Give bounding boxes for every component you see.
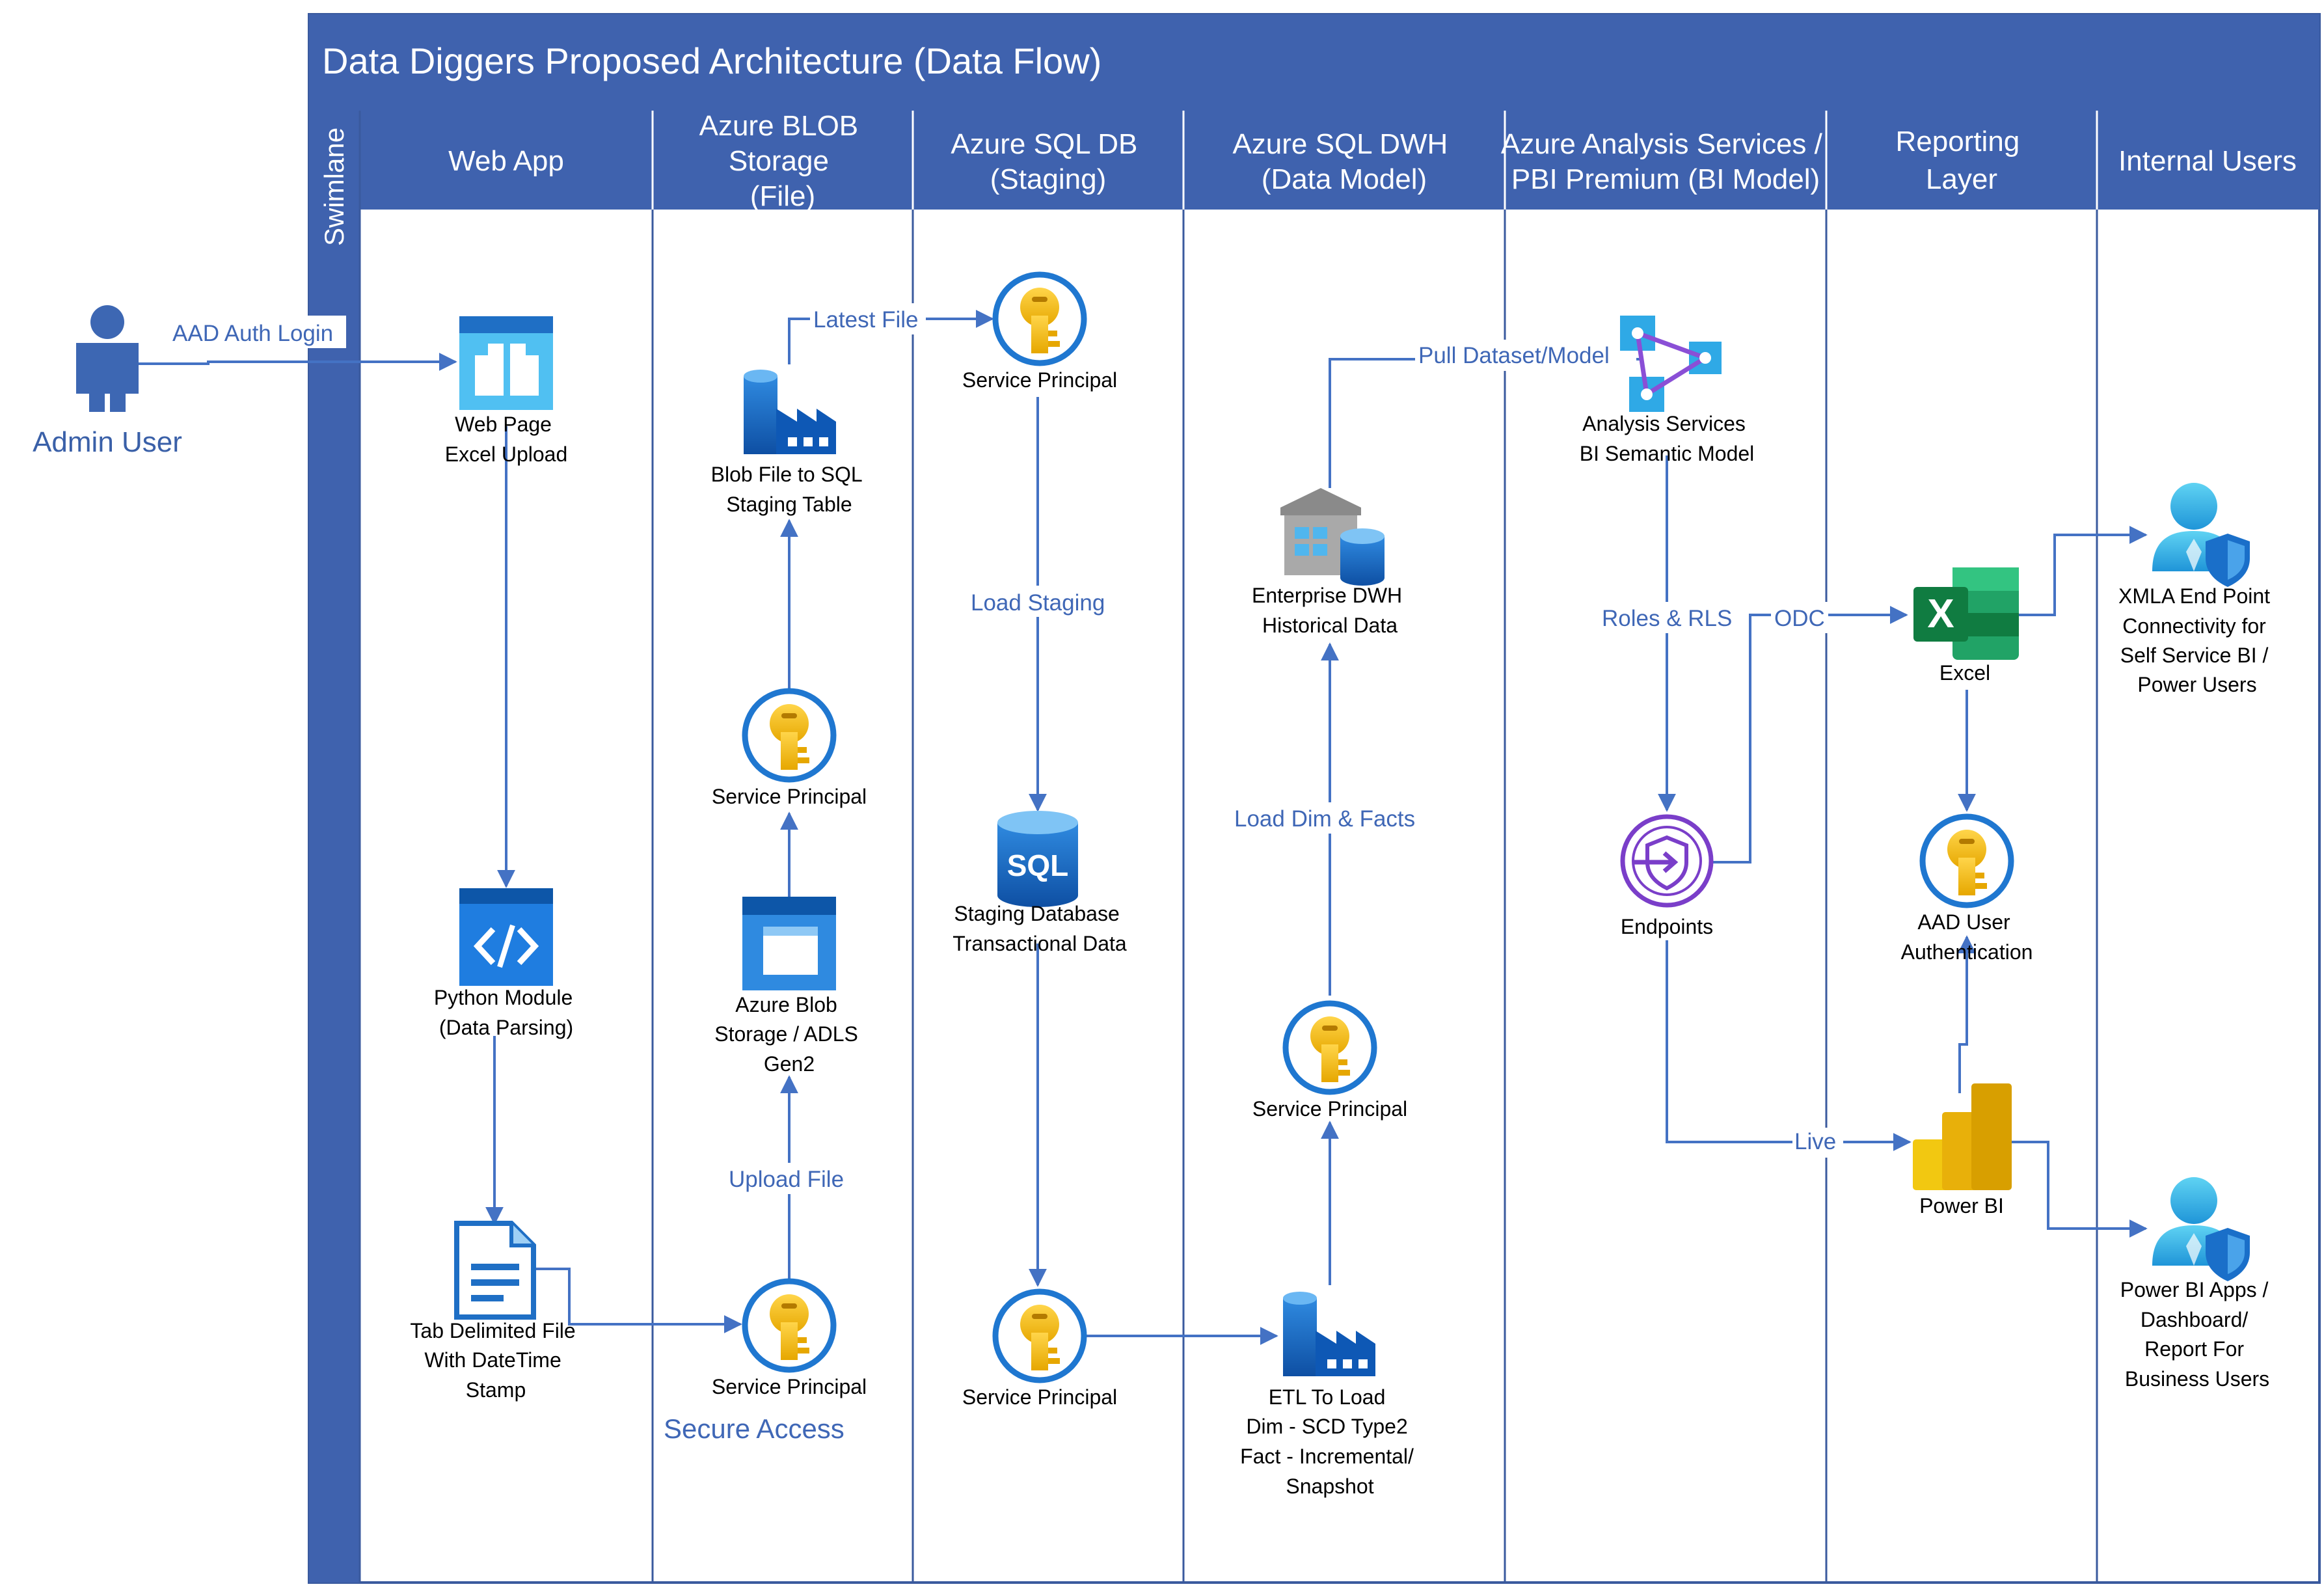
edge-excel-to-xmla (2017, 526, 2148, 616)
lane-header-web-app: Web App (448, 145, 564, 177)
excel-icon: X (1913, 567, 2019, 660)
edge-labels: AAD Auth Login Latest File Load Staging … (170, 303, 1843, 1444)
edge-label-load-dim-facts: Load Dim & Facts (1234, 806, 1415, 832)
node-blob-to-sql: Blob File to SQL Staging Table (711, 370, 868, 516)
tab-file-label: Tab Delimited File With DateTime Stamp (410, 1319, 581, 1402)
person-icon (76, 305, 139, 412)
node-sp-upload: Service Principal (712, 1281, 867, 1398)
node-tab-file: Tab Delimited File With DateTime Stamp (410, 1221, 581, 1402)
edge-label-upload-file: Upload File (729, 1167, 844, 1192)
node-python-module: Python Module (Data Parsing) (434, 888, 578, 1039)
web-page-icon (459, 316, 553, 410)
sp-blob-label: Service Principal (712, 785, 867, 808)
edge-label-load-staging: Load Staging (971, 590, 1105, 616)
node-sp-sql: Service Principal (962, 275, 1117, 392)
key-icon (995, 275, 1084, 363)
node-sp-sql-bottom: Service Principal (962, 1292, 1117, 1409)
connectors (137, 310, 2148, 1345)
lane-header-reporting: Reporting Layer (1895, 126, 2027, 195)
sp-sql-bottom-label: Service Principal (962, 1385, 1117, 1409)
edge-label-pull-dataset: Pull Dataset/Model (1418, 343, 1610, 368)
enterprise-dwh-label: Enterprise DWH Historical Data (1252, 584, 1408, 637)
node-xmla-users: XMLA End Point Connectivity for Self Ser… (2118, 483, 2276, 696)
admin-user: Admin User (33, 305, 182, 458)
lane-header-blob: Azure BLOB Storage (File) (699, 110, 867, 212)
endpoints-label: Endpoints (1621, 915, 1713, 938)
swimlane-label: Swimlane (319, 128, 349, 246)
lane-header-internal-users: Internal Users (2118, 145, 2297, 177)
node-aad-auth: AAD User Authentication (1901, 817, 2033, 964)
endpoint-shield-icon (1620, 814, 1714, 908)
title-bar (309, 14, 2319, 111)
edge-label-secure-access: Secure Access (664, 1413, 844, 1444)
diagram-title: Data Diggers Proposed Architecture (Data… (322, 40, 1101, 81)
xmla-users-label: XMLA End Point Connectivity for Self Ser… (2118, 584, 2276, 696)
edge-label-latest-file: Latest File (813, 307, 918, 333)
node-web-page: Web Page Excel Upload (445, 316, 568, 466)
lane-header-dwh: Azure SQL DWH (Data Model) (1232, 128, 1455, 195)
etl-label: ETL To Load Dim - SCD Type2 Fact - Incre… (1240, 1385, 1420, 1498)
edge-label-roles-rls: Roles & RLS (1602, 606, 1732, 631)
lane-header-sqldb: Azure SQL DB (Staging) (951, 128, 1145, 195)
excel-label: Excel (1939, 661, 1990, 685)
edge-label-live: Live (1794, 1129, 1836, 1154)
key-icon (745, 691, 833, 780)
document-icon (454, 1221, 536, 1320)
svg-text:X: X (1927, 592, 1954, 636)
power-bi-icon (1913, 1083, 2012, 1190)
sql-database-icon: SQL (997, 811, 1078, 907)
edge-powerbi-to-bi-users (2007, 1141, 2148, 1238)
swimlane-side-bar (309, 111, 360, 1583)
edge-tabfile-to-sp (534, 1268, 742, 1333)
node-blob-storage: Azure Blob Storage / ADLS Gen2 (714, 897, 863, 1076)
analysis-services-label: Analysis Services BI Semantic Model (1580, 412, 1755, 465)
web-page-label: Web Page Excel Upload (445, 413, 568, 466)
key-icon (1923, 817, 2011, 905)
key-icon (995, 1292, 1084, 1380)
sp-sql-label: Service Principal (962, 368, 1117, 392)
blob-storage-label: Azure Blob Storage / ADLS Gen2 (714, 993, 863, 1076)
edge-powerbi-to-aad (1958, 935, 1976, 1093)
node-sp-dwh: Service Principal (1252, 1003, 1407, 1121)
node-bi-users: Power BI Apps / Dashboard/ Report For Bu… (2120, 1177, 2275, 1391)
node-power-bi: Power BI (1913, 1083, 2012, 1217)
warehouse-icon (1280, 488, 1385, 586)
node-enterprise-dwh: Enterprise DWH Historical Data (1252, 488, 1408, 637)
admin-user-label: Admin User (33, 426, 182, 458)
blob-to-sql-label: Blob File to SQL Staging Table (711, 463, 868, 516)
sp-upload-label: Service Principal (712, 1375, 867, 1398)
edge-label-odc: ODC (1774, 606, 1825, 631)
node-analysis-services: Analysis Services BI Semantic Model (1580, 316, 1755, 465)
lane-header-aas: Azure Analysis Services / PBI Premium (B… (1501, 128, 1830, 195)
sp-dwh-label: Service Principal (1252, 1097, 1407, 1121)
staging-db-label: Staging Database Transactional Data (953, 902, 1127, 955)
node-endpoints: Endpoints (1620, 814, 1714, 938)
edge-admin-to-webpage (137, 353, 457, 371)
node-excel: X Excel (1913, 567, 2019, 685)
node-sp-blob: Service Principal (712, 691, 867, 808)
power-bi-label: Power BI (1919, 1194, 2004, 1217)
analysis-services-icon (1620, 316, 1722, 412)
python-module-label: Python Module (Data Parsing) (434, 986, 578, 1039)
bi-users-label: Power BI Apps / Dashboard/ Report For Bu… (2120, 1278, 2275, 1391)
key-icon (1286, 1003, 1374, 1092)
aad-auth-label: AAD User Authentication (1901, 910, 2033, 964)
key-icon (745, 1281, 833, 1370)
node-etl: ETL To Load Dim - SCD Type2 Fact - Incre… (1240, 1292, 1420, 1498)
svg-text:SQL: SQL (1007, 849, 1069, 882)
node-staging-db: SQL Staging Database Transactional Data (953, 811, 1127, 955)
code-module-icon (459, 888, 553, 986)
edge-label-aad-login: AAD Auth Login (172, 321, 333, 346)
lane-header-bar (360, 111, 2319, 210)
blob-storage-icon (742, 897, 836, 990)
